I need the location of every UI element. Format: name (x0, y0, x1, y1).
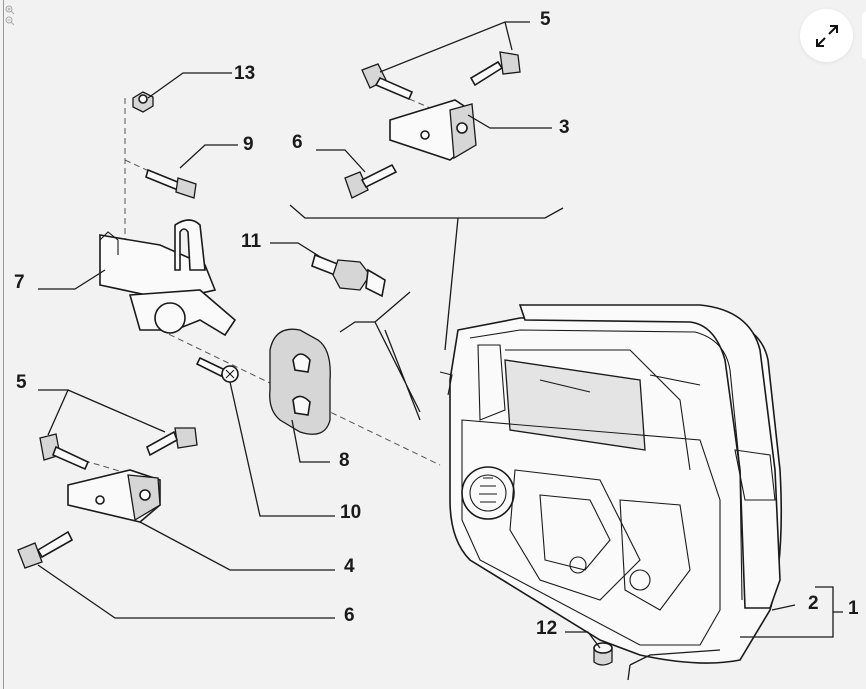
callout-1: 1 (848, 598, 859, 619)
part-13-nut (132, 91, 154, 113)
part-5-bolts-lower (39, 427, 198, 471)
part-7-door-check (99, 219, 237, 337)
part-10-screw (195, 356, 239, 383)
next-button[interactable] (862, 12, 866, 59)
part-11-stud (311, 253, 386, 298)
callout-labels: 5 13 9 3 6 11 7 5 8 10 4 6 12 2 1 (14, 9, 859, 639)
zoom-out-icon[interactable] (5, 16, 15, 26)
part-4-lower-hinge (67, 469, 161, 523)
callout-6-lower: 6 (344, 605, 355, 626)
part-6-bolt-lower (17, 530, 74, 569)
callout-11: 11 (241, 231, 262, 252)
part-6-bolt-upper (344, 163, 398, 199)
leader-lines (37, 21, 843, 681)
part-9-bolt (145, 168, 197, 199)
callout-3: 3 (559, 117, 570, 138)
expand-button[interactable] (800, 9, 853, 62)
part-5-bolts-upper (361, 51, 521, 101)
door-panel (439, 304, 783, 664)
callout-13: 13 (234, 63, 255, 84)
callout-7: 7 (14, 272, 25, 293)
callout-12: 12 (536, 618, 557, 639)
zoom-tools[interactable] (4, 0, 16, 26)
callout-5-upper: 5 (540, 9, 551, 30)
callout-9: 9 (243, 134, 254, 155)
part-12-plug (593, 642, 613, 666)
callout-5-lower: 5 (16, 372, 27, 393)
callout-8: 8 (339, 450, 350, 471)
expand-arrows-icon (815, 24, 838, 47)
callout-2: 2 (808, 593, 819, 614)
part-8-buffer (269, 328, 331, 435)
callout-10: 10 (340, 502, 361, 523)
callout-4: 4 (344, 556, 355, 577)
zoom-in-icon[interactable] (5, 5, 15, 15)
viewer-left-border (3, 0, 4, 689)
part-3-upper-hinge (389, 99, 477, 161)
callout-6-upper: 6 (292, 132, 303, 153)
